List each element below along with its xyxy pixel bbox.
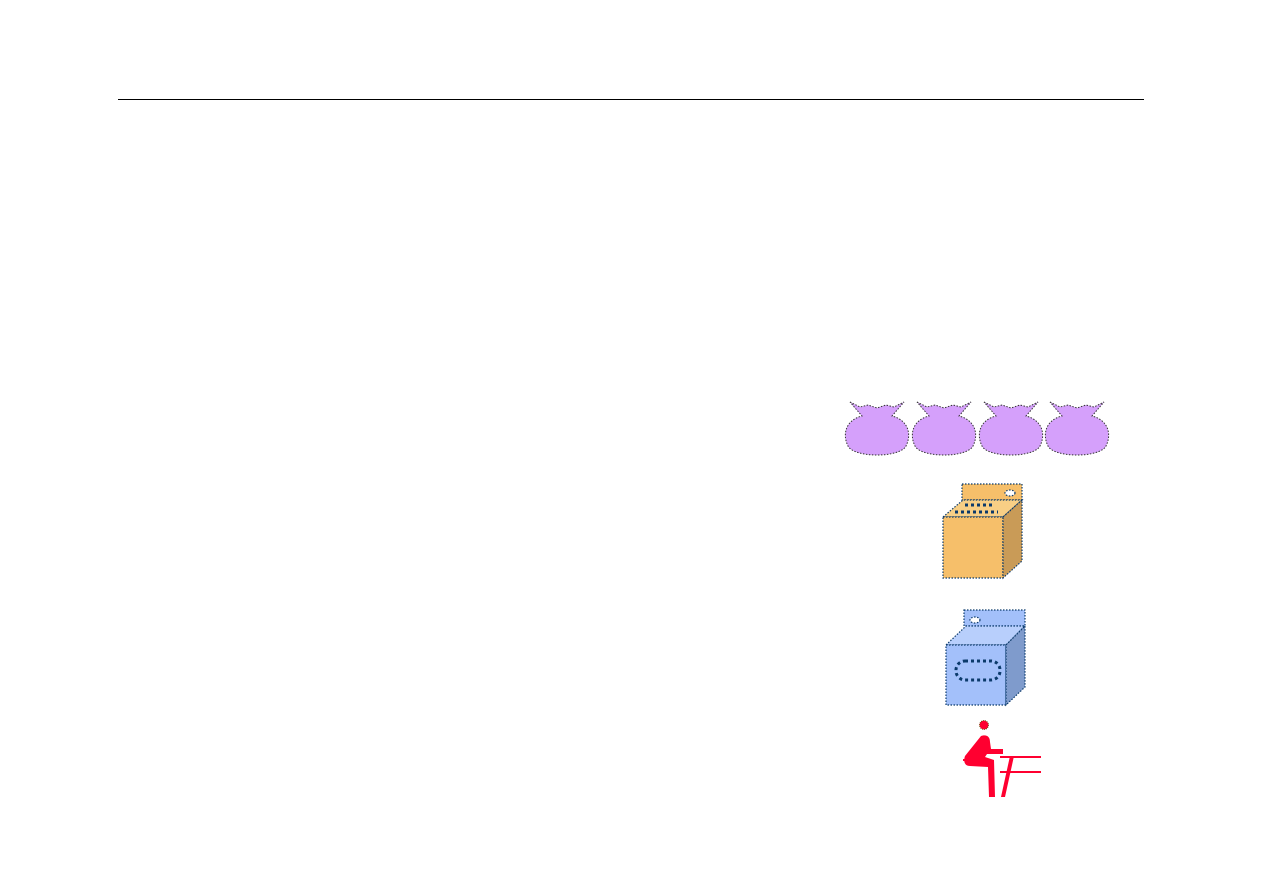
laundry-bag-icon — [911, 401, 977, 456]
dryer-icon — [944, 609, 1027, 707]
washing-machine-icon — [941, 483, 1024, 580]
laundry-bag-icon — [844, 401, 910, 456]
person-at-desk-icon — [963, 720, 1041, 797]
laundry-bag-icon — [1044, 401, 1110, 456]
laundry-bag-icon — [978, 401, 1044, 456]
header-divider — [118, 99, 1144, 100]
